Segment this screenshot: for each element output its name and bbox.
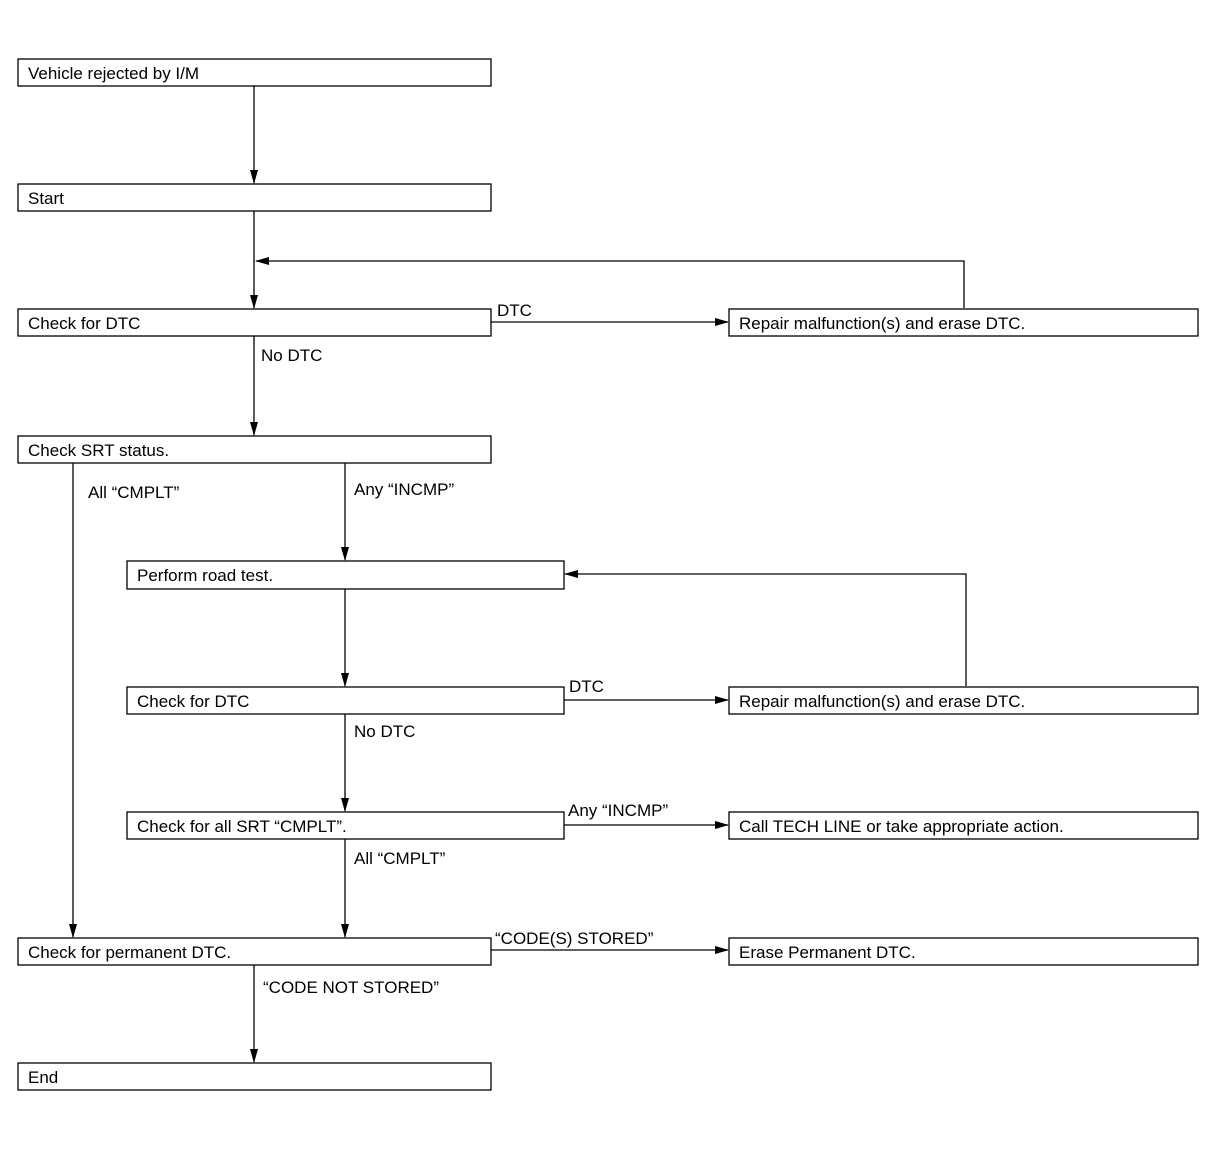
box-check-all-srt-label: Check for all SRT “CMPLT”. <box>137 817 347 836</box>
box-erase-permanent-dtc-label: Erase Permanent DTC. <box>739 943 916 962</box>
box-vehicle-rejected-label: Vehicle rejected by I/M <box>28 64 199 83</box>
label-code-not-stored: “CODE NOT STORED” <box>263 978 439 997</box>
arrow-repair-2-loop-back <box>564 570 967 686</box>
box-perform-road-test-label: Perform road test. <box>137 566 273 585</box>
box-end: End <box>17 1062 492 1091</box>
box-call-tech-line: Call TECH LINE or take appropriate actio… <box>728 811 1199 840</box>
box-end-label: End <box>28 1068 58 1087</box>
label-all-cmplt-1: All “CMPLT” <box>88 483 180 502</box>
box-check-dtc-2-label: Check for DTC <box>137 692 249 711</box>
arrow-repair-1-loop-back <box>255 257 965 308</box>
box-repair-1: Repair malfunction(s) and erase DTC. <box>728 308 1199 337</box>
connectors <box>69 86 967 1063</box>
box-call-tech-line-label: Call TECH LINE or take appropriate actio… <box>739 817 1064 836</box>
box-check-dtc-1-label: Check for DTC <box>28 314 140 333</box>
box-perform-road-test: Perform road test. <box>126 560 565 590</box>
box-repair-1-label: Repair malfunction(s) and erase DTC. <box>739 314 1025 333</box>
label-dtc-2: DTC <box>569 677 604 696</box>
box-check-all-srt: Check for all SRT “CMPLT”. <box>126 811 565 840</box>
label-any-incmp-1: Any “INCMP” <box>354 480 454 499</box>
box-erase-permanent-dtc: Erase Permanent DTC. <box>728 937 1199 966</box>
label-any-incmp-2: Any “INCMP” <box>568 801 668 820</box>
label-no-dtc-1: No DTC <box>261 346 322 365</box>
box-check-dtc-2: Check for DTC <box>126 686 565 715</box>
label-code-stored: “CODE(S) STORED” <box>495 929 654 948</box>
box-check-permanent-dtc: Check for permanent DTC. <box>17 937 492 966</box>
box-check-dtc-1: Check for DTC <box>17 308 492 337</box>
branch-labels: DTC No DTC All “CMPLT” Any “INCMP” DTC N… <box>88 301 668 997</box>
box-start-label: Start <box>28 189 64 208</box>
box-check-srt-status-label: Check SRT status. <box>28 441 169 460</box>
box-vehicle-rejected: Vehicle rejected by I/M <box>17 58 492 87</box>
box-start: Start <box>17 183 492 212</box>
box-check-srt-status: Check SRT status. <box>17 435 492 464</box>
label-all-cmplt-2: All “CMPLT” <box>354 849 446 868</box>
box-check-permanent-dtc-label: Check for permanent DTC. <box>28 943 231 962</box>
label-dtc-1: DTC <box>497 301 532 320</box>
box-repair-2-label: Repair malfunction(s) and erase DTC. <box>739 692 1025 711</box>
box-repair-2: Repair malfunction(s) and erase DTC. <box>728 686 1199 715</box>
label-no-dtc-2: No DTC <box>354 722 415 741</box>
